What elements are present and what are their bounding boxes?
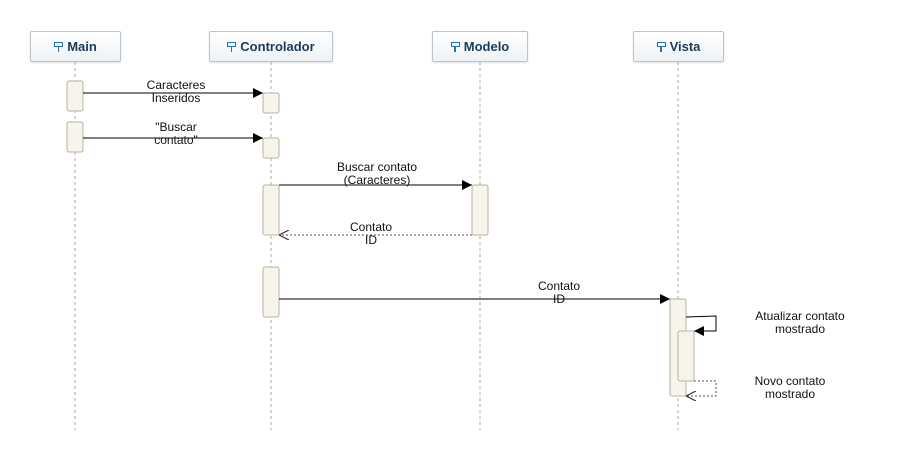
message-label-caracteres-inseridos: Caracteres Inseridos [126,79,226,105]
message-label-contato-id-vista: Contato ID [519,280,599,306]
message-label-line2: mostrado [764,387,816,401]
message-label-line1: Contato [537,279,581,293]
message-label-buscar-contato: "Buscar contato" [126,121,226,147]
self-return-novo-contato [686,380,717,396]
lifeline-icon [227,41,237,52]
lifeline-label: Modelo [463,39,510,54]
message-label-line2: (Caracteres) [343,173,411,187]
message-label-line2: contato" [154,133,198,147]
activation-modelo-1 [471,184,489,236]
message-label-buscar-contato-caracteres: Buscar contato (Caracteres) [317,161,437,187]
message-label-line1: Atualizar contato [755,309,845,323]
lifeline-label: Main [67,39,97,54]
lifeline-icon [656,41,666,52]
lifeline-main[interactable]: Main [30,31,121,62]
message-label-line1: Caracteres [146,78,206,92]
self-message-atualizar [685,315,717,336]
lifeline-icon [450,41,460,52]
lifeline-vista[interactable]: Vista [633,31,724,62]
lifeline-label: Controlador [240,39,315,54]
message-label-line1: Contato [349,220,393,234]
message-label-line1: "Buscar [155,120,197,134]
lifeline-icon [54,41,64,52]
return-label-contato-id: Contato ID [331,221,411,247]
message-label-line2: ID [365,233,377,247]
lifeline-controlador[interactable]: Controlador [209,31,333,62]
message-label-line2: mostrado [774,322,826,336]
activation-controlador-3 [262,184,280,236]
activation-vista-2 [677,330,695,382]
activation-controlador-2 [262,137,280,159]
activation-main-2 [66,121,84,153]
activation-main-1 [66,80,84,112]
lifeline-label: Vista [669,39,701,54]
lifeline-modelo[interactable]: Modelo [432,31,528,62]
activation-controlador-1 [262,92,280,114]
self-message-label-atualizar: Atualizar contato mostrado [740,310,860,336]
self-return-label-novo-contato: Novo contato mostrado [730,375,850,401]
message-label-line1: Buscar contato [336,160,418,174]
activation-controlador-4 [262,266,280,318]
message-label-line2: Inseridos [151,91,201,105]
message-label-line2: ID [553,292,565,306]
message-label-line1: Novo contato [754,374,826,388]
